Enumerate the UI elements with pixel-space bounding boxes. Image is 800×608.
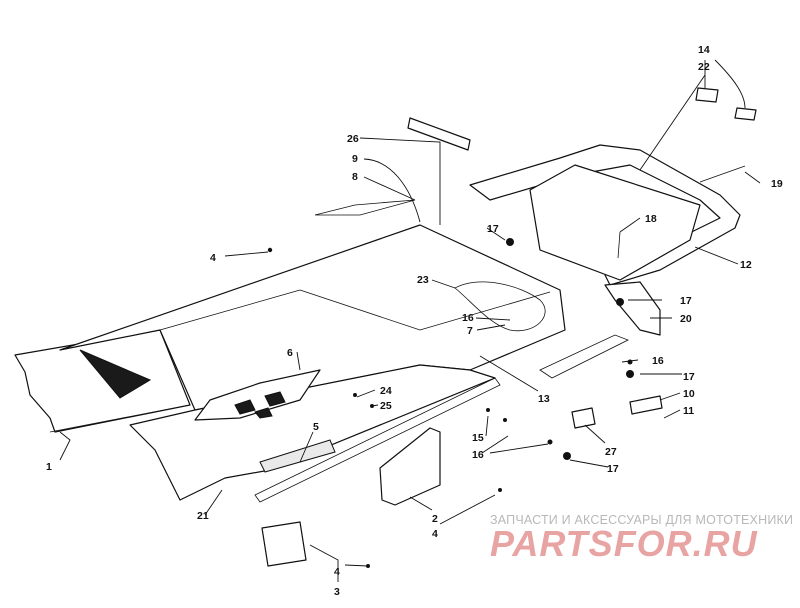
callout-20: 20 [680, 313, 692, 325]
callout-9: 9 [352, 153, 358, 165]
callout-27: 27 [605, 446, 617, 458]
callout-8: 8 [352, 171, 358, 183]
callout-2: 2 [432, 513, 438, 525]
callout-4-lower: 4 [432, 528, 438, 540]
storage-box [529, 164, 701, 281]
bolt-18 [617, 231, 621, 259]
bumper-side-support [604, 281, 661, 336]
callout-10: 10 [683, 388, 695, 400]
cable-loop [454, 281, 546, 332]
callout-5: 5 [313, 421, 319, 433]
reflector-small-a [695, 87, 719, 103]
rivets [267, 238, 634, 568]
callout-23: 23 [417, 274, 429, 286]
reflector-plate [407, 117, 471, 151]
callout-7: 7 [467, 325, 473, 337]
latch-bracket [629, 395, 663, 415]
callout-4-bottom: 4 [334, 566, 340, 578]
bolt-19 [699, 165, 746, 183]
callout-6: 6 [287, 347, 293, 359]
callout-24: 24 [380, 385, 392, 397]
watermark-logo: PARTSFOR.RU [490, 524, 758, 564]
callout-26: 26 [347, 133, 359, 145]
decal-panel [194, 369, 321, 421]
callout-14: 14 [698, 44, 710, 56]
callout-16-middle: 16 [652, 355, 664, 367]
callout-17-rod: 17 [683, 371, 695, 383]
support-rod [539, 334, 629, 379]
watermark-tagline: ЗАПЧАСТИ И АКСЕССУАРЫ ДЛЯ МОТОТЕХНИКИ [490, 513, 794, 527]
callout-22: 22 [698, 61, 710, 73]
leader-lines [59, 59, 761, 582]
tag-plate [571, 407, 596, 429]
callout-16-upper: 16 [462, 312, 474, 324]
callout-19: 19 [771, 178, 783, 190]
callout-18: 18 [645, 213, 657, 225]
callout-15: 15 [472, 432, 484, 444]
reflector-small-b [734, 107, 757, 121]
watermark-logo-text: PARTSFOR.RU [490, 524, 758, 564]
foot-plate-left [261, 521, 307, 567]
callout-3: 3 [334, 586, 340, 598]
callout-numbers: 1 2 3 4 4 4 5 6 7 8 9 10 11 12 13 14 15 … [46, 44, 783, 598]
callout-17-lower: 17 [607, 463, 619, 475]
callout-12: 12 [740, 259, 752, 271]
callout-16-lower: 16 [472, 449, 484, 461]
callout-21: 21 [197, 510, 209, 522]
callout-25: 25 [380, 400, 392, 412]
callout-17-box: 17 [487, 223, 499, 235]
callout-1: 1 [46, 461, 52, 473]
callout-11: 11 [683, 405, 694, 417]
seat-strip [314, 199, 416, 216]
tunnel-flap-shadow [79, 349, 152, 399]
bracket-plate-right [379, 427, 441, 506]
callout-13: 13 [538, 393, 550, 405]
callout-17-frame: 17 [680, 295, 692, 307]
callout-4-upper: 4 [210, 252, 216, 264]
